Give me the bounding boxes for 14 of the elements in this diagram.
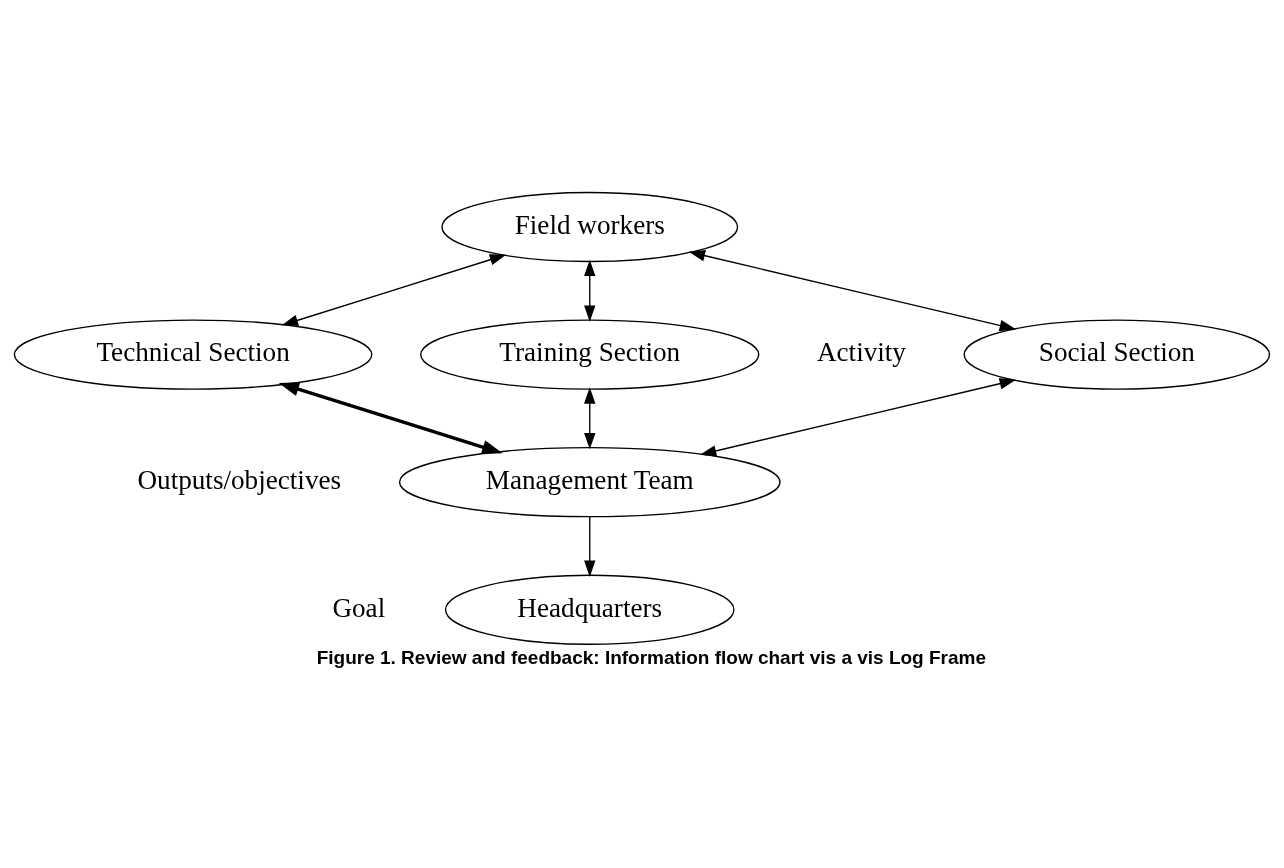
- label: Activity: [816, 337, 906, 368]
- arrow: [278, 382, 503, 455]
- arrow: [584, 516, 596, 577]
- label: Goal: [332, 592, 386, 623]
- arrow: [281, 254, 507, 326]
- node-ellipse: Training Section: [420, 319, 760, 390]
- caption: Figure 1. Review and feedback: Information flow chart vis a vis Log Frame: [316, 646, 987, 668]
- arrow: [584, 259, 596, 322]
- arrow: [688, 250, 1016, 332]
- node-ellipse: Headquarters: [444, 574, 735, 645]
- node-ellipse: Technical Section: [13, 319, 373, 390]
- label: Outputs/objectives: [137, 464, 342, 495]
- arrow: [699, 378, 1016, 457]
- arrow: [584, 387, 596, 450]
